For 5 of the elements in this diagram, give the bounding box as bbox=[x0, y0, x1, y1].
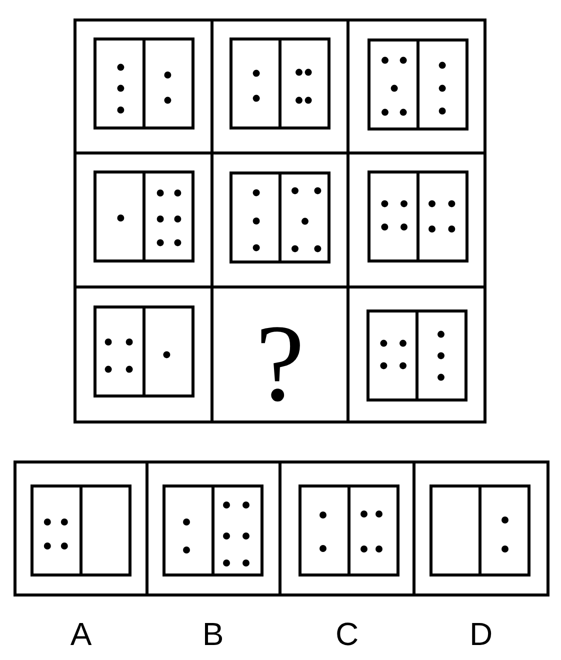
option-letter: B bbox=[202, 616, 224, 652]
option-letter: C bbox=[335, 616, 359, 652]
option-letter: D bbox=[469, 616, 493, 652]
question-mark: ? bbox=[256, 302, 304, 424]
option-letter: A bbox=[70, 616, 92, 652]
